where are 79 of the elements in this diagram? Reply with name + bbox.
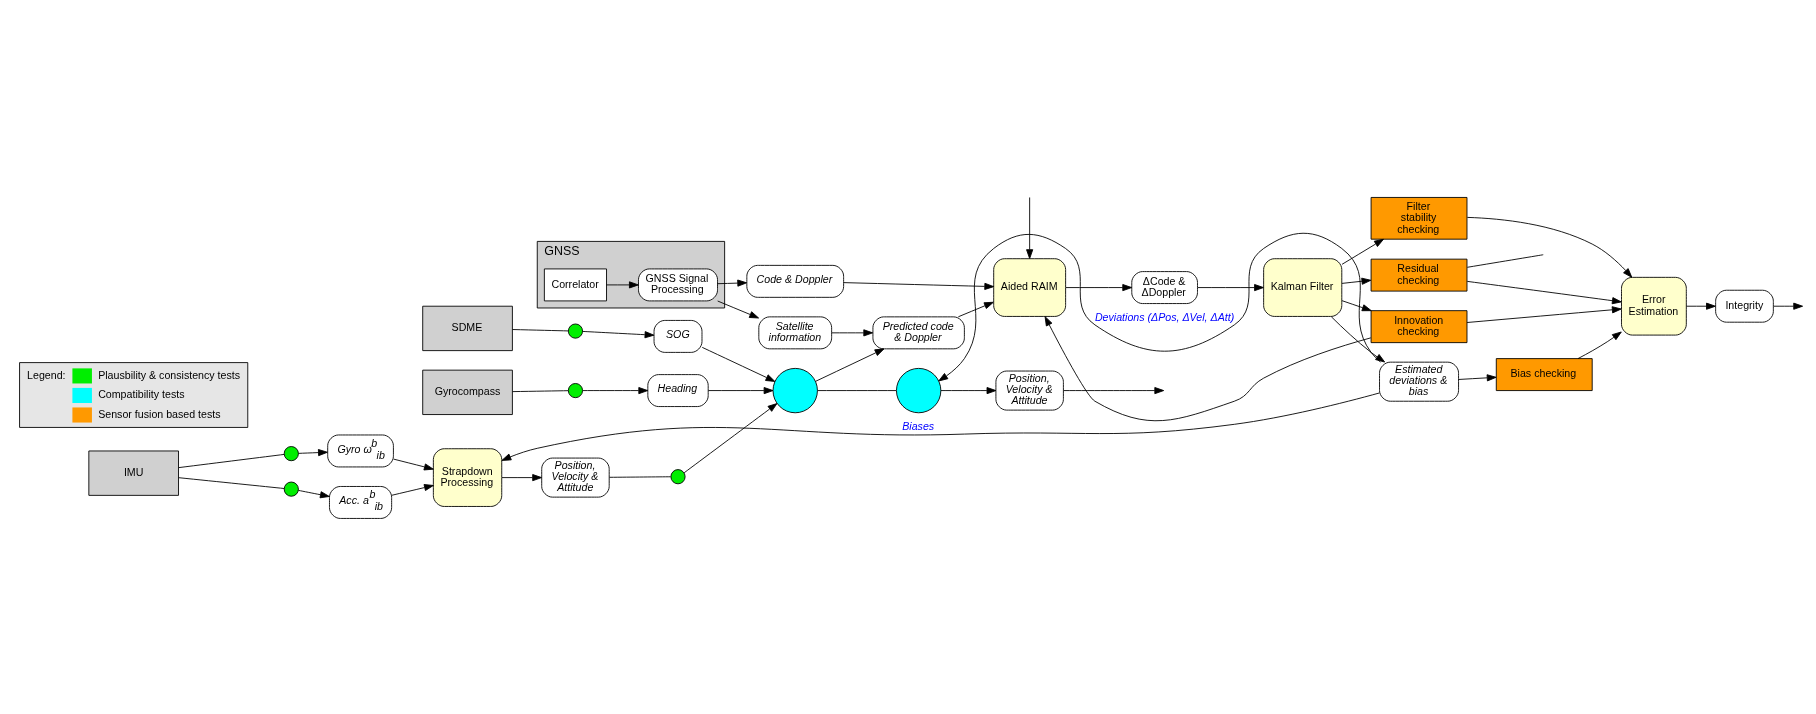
node-box: Code & Doppler — [746, 264, 845, 298]
arrow — [843, 281, 995, 290]
connector — [512, 328, 569, 331]
node-circle — [567, 323, 583, 339]
node-box: Aided RAIM — [993, 257, 1067, 317]
node-circle — [283, 445, 299, 461]
node-circle — [567, 382, 583, 398]
node-box: IMU — [88, 450, 179, 496]
arrow — [1458, 373, 1497, 381]
arrow — [582, 386, 649, 394]
connector — [608, 475, 672, 478]
arrow — [391, 483, 434, 496]
node-box: Integrity — [1715, 289, 1774, 323]
node-circle — [283, 481, 299, 497]
arrow — [683, 402, 778, 473]
arrow — [393, 458, 434, 470]
arrow — [1577, 331, 1622, 359]
legend-label: Plausbility & consistency tests — [98, 368, 241, 381]
arrow — [717, 279, 748, 287]
arrow — [297, 448, 328, 456]
arrow — [1466, 280, 1622, 304]
arrow — [1063, 386, 1165, 394]
node-box: Innovation checking — [1370, 309, 1468, 343]
node-box: Estimated deviations & bias — [1379, 361, 1459, 402]
arrow — [1044, 315, 1372, 421]
arrow — [1197, 283, 1264, 291]
arrow — [707, 386, 774, 394]
node-box: Correlator — [543, 267, 607, 301]
node-box: Predicted code & Doppler — [872, 315, 965, 349]
node-box: Filter stability checking — [1370, 196, 1468, 240]
arrow — [1341, 299, 1372, 311]
connector — [178, 476, 285, 489]
arrow — [957, 301, 994, 317]
edge-label: Biases — [902, 419, 935, 432]
label: Legend: — [27, 368, 66, 381]
arrow — [717, 300, 760, 318]
connector — [817, 389, 897, 391]
node-box: SOG — [653, 319, 703, 353]
arrow — [1341, 277, 1372, 285]
arrow — [1466, 305, 1622, 323]
connector — [178, 453, 285, 468]
node-box: ΔCode & ΔDoppler — [1131, 270, 1198, 304]
arrow — [1773, 302, 1804, 310]
arrow — [1065, 283, 1133, 291]
connector — [512, 389, 569, 392]
node-box: SDME — [422, 305, 513, 351]
arrow — [1466, 216, 1633, 278]
arrow — [606, 280, 639, 288]
node-circle — [772, 367, 818, 413]
node-box: Error Estimation — [1621, 276, 1687, 336]
legend-label: Sensor fusion based tests — [98, 407, 221, 420]
arrow — [1026, 196, 1034, 259]
arrow — [582, 330, 655, 338]
node-box: GNSS Signal Processing — [638, 267, 718, 301]
arrow — [1341, 238, 1384, 265]
node-box: Strapdown Processing — [432, 447, 503, 507]
arrow — [1330, 315, 1386, 362]
node-box: Heading — [647, 373, 709, 407]
arrow — [831, 328, 874, 336]
edge-label: Deviations (ΔPos, ΔVel, ΔAtt) — [1094, 310, 1235, 323]
node-box: Residual checking — [1370, 258, 1468, 292]
arrow — [938, 232, 1381, 381]
node-box: Bias checking — [1495, 357, 1593, 391]
arrow — [501, 473, 542, 481]
arrow — [701, 346, 776, 382]
arrow — [1685, 302, 1716, 310]
arrow — [940, 386, 997, 394]
arrow — [501, 392, 1380, 461]
connector — [1466, 253, 1544, 268]
node-circle — [670, 468, 686, 484]
node-box: Satellite information — [758, 315, 833, 349]
legend-label: Compatibility tests — [98, 387, 185, 400]
arrow — [297, 489, 330, 498]
node-circle — [896, 367, 942, 413]
arrow — [815, 347, 885, 382]
node-box: Gyrocompass — [422, 369, 513, 415]
node-box: Position, Velocity & Attitude — [995, 370, 1064, 411]
node-box: Position, Velocity & Attitude — [541, 457, 610, 498]
node-box: Kalman Filter — [1263, 257, 1343, 317]
